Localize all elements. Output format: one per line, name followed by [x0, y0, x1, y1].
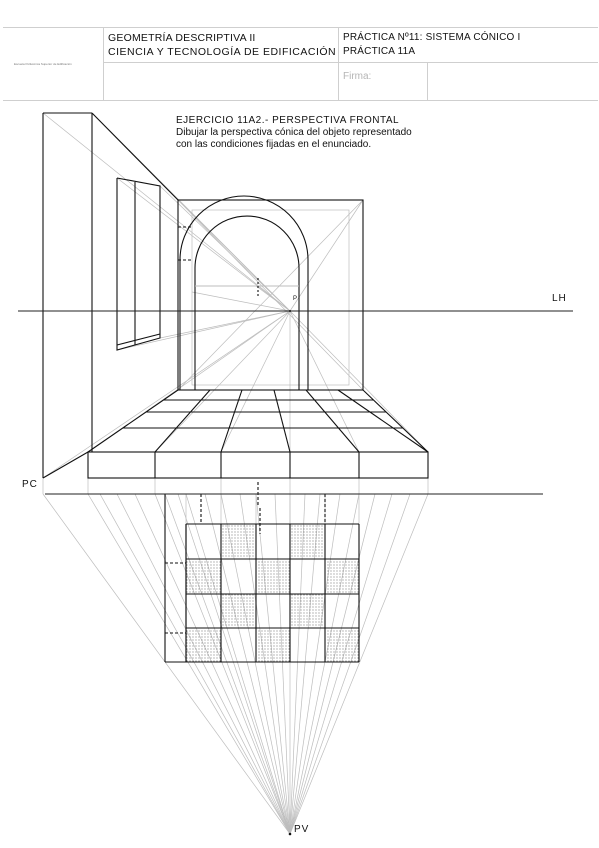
exercise-line1: Dibujar la perspectiva cónica del objeto… — [176, 127, 412, 138]
horizon-and-picture-plane — [18, 310, 573, 836]
course-title-line1: GEOMETRÍA DESCRIPTIVA II — [108, 32, 256, 44]
viewpoint-label: PV — [294, 824, 310, 835]
plan-tile-shaded-0 — [221, 524, 256, 559]
plan-tile-shaded-6 — [290, 594, 325, 628]
ray-from-p-14 — [159, 310, 291, 339]
signature-label: Firma: — [343, 71, 372, 82]
header-mid-rule — [103, 62, 598, 63]
ray-from-p-6 — [154, 310, 291, 453]
ray-to-pv-22 — [289, 493, 429, 835]
header-divider-practice — [338, 28, 339, 100]
ray-to-pv-8 — [185, 493, 291, 835]
viewpoint-dot — [288, 832, 292, 836]
plan-tile-shaded-4 — [325, 559, 359, 594]
header-bottom-rule — [3, 100, 598, 101]
plan-tile-shaded-9 — [325, 628, 359, 662]
header-divider-logo — [103, 28, 104, 100]
floor-receding-right — [362, 389, 429, 453]
picture-plane-label: PC — [22, 479, 38, 490]
plan-tile-shaded-1 — [290, 524, 325, 559]
plan-tile-shaded-5 — [221, 594, 256, 628]
plan-tile-shaded-7 — [186, 628, 221, 662]
ray-to-pv-7 — [177, 493, 291, 835]
floor-receding-5 — [337, 389, 429, 453]
box-diagonal-2 — [177, 199, 364, 391]
floor-receding-2 — [220, 389, 243, 453]
ray-from-p-16 — [255, 285, 291, 312]
floor-front-slab — [87, 451, 429, 479]
floor-receding-3 — [273, 389, 291, 453]
header-divider-signature — [427, 63, 428, 100]
plan-tile-shaded-3 — [256, 559, 290, 594]
ray-to-pv-12 — [255, 493, 291, 835]
object-edges — [42, 112, 429, 663]
ray-from-p-10 — [289, 310, 429, 453]
ray-to-pv-17 — [289, 493, 341, 835]
ray-to-pv-0 — [42, 493, 291, 835]
course-title-line2: CIENCIA Y TECNOLOGÍA DE EDIFICACIÓN — [108, 46, 337, 58]
horizon-line-label: LH — [552, 293, 567, 304]
ray-to-pv-2 — [99, 493, 291, 835]
ray-to-pv-4 — [134, 493, 291, 835]
plan-tile-shaded-8 — [256, 628, 290, 662]
ray-to-pv-5 — [154, 493, 291, 835]
ray-to-pv-20 — [289, 493, 393, 835]
back-box-inner — [191, 209, 350, 386]
ray-to-pv-9 — [204, 493, 291, 835]
ray-from-p-3 — [289, 199, 364, 312]
construction-lines — [42, 112, 429, 835]
floor-receding-1 — [154, 389, 211, 453]
exercise-line2: con las condiciones fijadas en el enunci… — [176, 139, 372, 150]
ray-from-p-7 — [220, 310, 291, 453]
ray-from-p-12 — [116, 310, 291, 351]
plan-shaded-tiles — [186, 524, 359, 662]
course-title: GEOMETRÍA DESCRIPTIVA II CIENCIA Y TECNO… — [108, 31, 336, 59]
ray-from-p-11 — [116, 177, 291, 312]
ray-to-pv-3 — [116, 493, 291, 835]
practice-title: PRÁCTICA Nº11: SISTEMA CÓNICO I PRÁCTICA… — [343, 31, 520, 59]
ray-to-pv-21 — [289, 493, 411, 835]
window-frame — [116, 177, 161, 351]
practice-title-line2: PRÁCTICA 11A — [343, 46, 416, 57]
principal-point-label: P — [293, 296, 298, 302]
floor-receding-4 — [305, 389, 360, 453]
exercise-title: EJERCICIO 11A2.- PERSPECTIVA FRONTAL — [176, 115, 400, 126]
ray-from-p-15 — [191, 291, 291, 312]
ray-to-pv-18 — [289, 493, 360, 835]
plan-tile-shaded-2 — [186, 559, 221, 594]
exercise-statement: EJERCICIO 11A2.- PERSPECTIVA FRONTAL Dib… — [176, 115, 412, 151]
window-sill — [116, 333, 161, 346]
arch-outer — [179, 195, 309, 390]
ray-to-pv-1 — [87, 493, 291, 835]
floor-receding-0 — [87, 389, 179, 453]
principal-point-dot — [289, 310, 291, 312]
ray-to-pv-19 — [289, 493, 376, 835]
ray-from-p-0 — [42, 112, 291, 312]
header-top-rule — [3, 27, 598, 28]
wall-base-receding — [42, 451, 89, 479]
logo-caption: Escuela Politécnica Superior de Edificac… — [14, 62, 72, 66]
arch-inner — [194, 215, 300, 390]
ray-from-p-4 — [42, 310, 291, 479]
ray-to-pv-13 — [274, 493, 291, 835]
ray-from-p-9 — [289, 310, 360, 453]
ray-from-p-2 — [177, 199, 291, 312]
wall-top-receding — [91, 112, 179, 201]
practice-title-line1: PRÁCTICA Nº11: SISTEMA CÓNICO I — [343, 32, 521, 43]
